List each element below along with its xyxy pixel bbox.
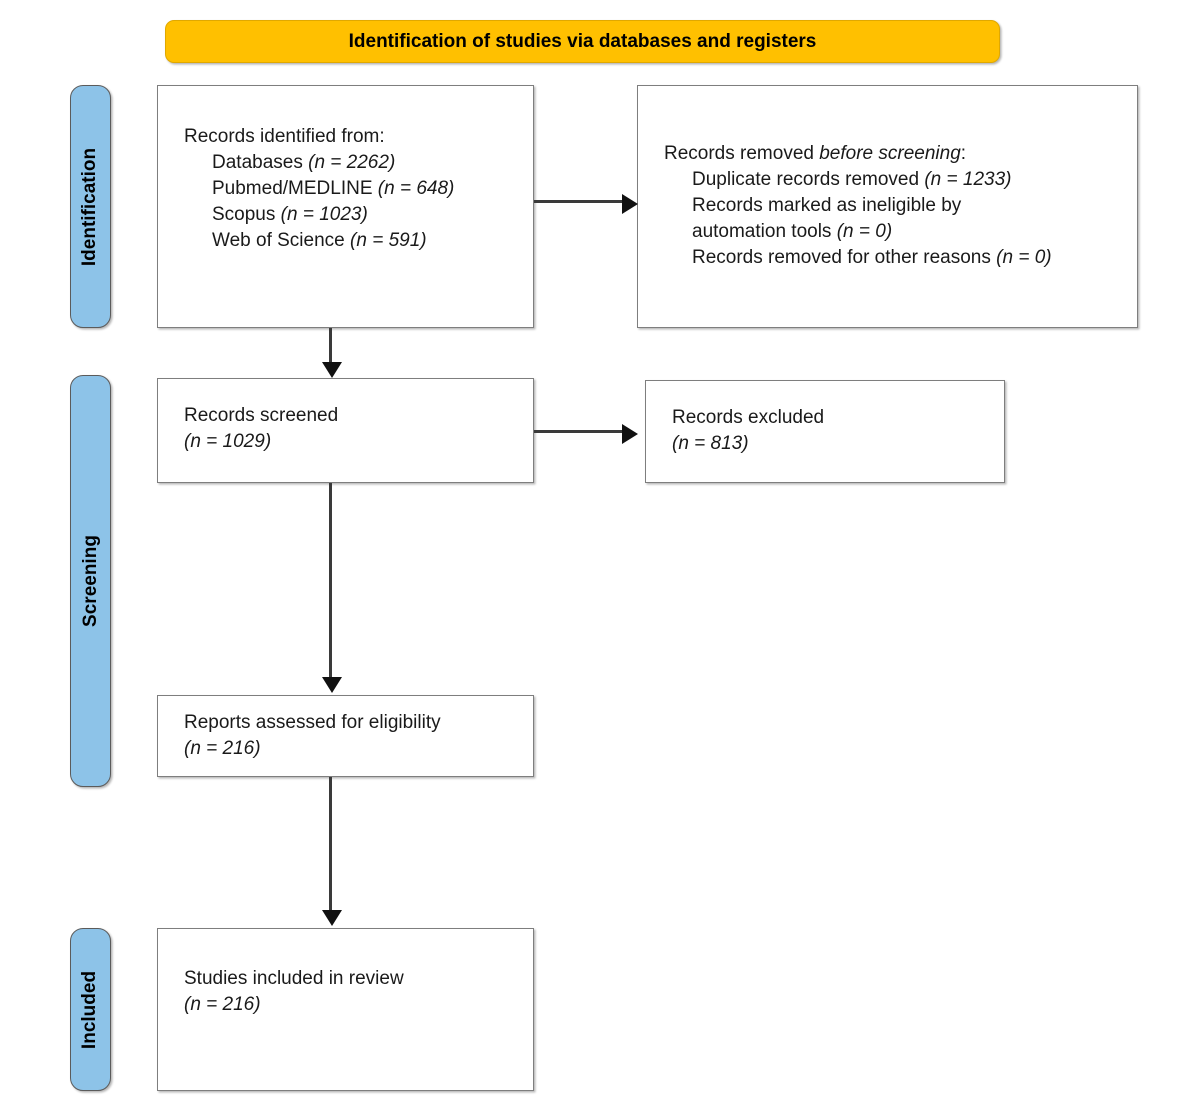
- box-reports-assessed: Reports assessed for eligibility (n = 21…: [157, 695, 534, 777]
- connector-screened-to-excluded-line: [534, 430, 626, 433]
- box-records-excluded: Records excluded (n = 813): [645, 380, 1005, 483]
- records-identified-count-scopus: (n = 1023): [280, 204, 368, 225]
- records-removed-heading-italic: before screening: [819, 143, 961, 164]
- records-removed-label-duplicates: Duplicate records removed: [692, 169, 920, 190]
- box-records-screened: Records screened (n = 1029): [157, 378, 534, 483]
- records-excluded-heading: Records excluded: [672, 407, 825, 428]
- records-identified-line-databases: Databases (n = 2262): [184, 150, 533, 176]
- connector-identified-to-removed-line: [534, 200, 626, 203]
- records-removed-heading: Records removed before screening:: [664, 141, 1137, 167]
- stage-label-screening-text: Screening: [79, 535, 101, 627]
- stage-label-identification-text: Identification: [79, 147, 101, 266]
- studies-included-heading: Studies included in review: [184, 968, 404, 989]
- records-identified-label-wos: Web of Science: [212, 230, 345, 251]
- records-removed-line-ineligible-2: automation tools (n = 0): [664, 219, 1137, 245]
- connector-eligibility-to-included-line: [329, 777, 332, 912]
- arrow-right-icon-identified-to-removed: [622, 194, 638, 214]
- arrow-down-icon-identified-to-screened: [322, 362, 342, 378]
- reports-assessed-heading: Reports assessed for eligibility: [184, 712, 441, 733]
- arrow-down-icon-eligibility-to-included: [322, 910, 342, 926]
- records-removed-count-other: (n = 0): [996, 247, 1052, 268]
- studies-included-count-text: (n = 216): [184, 994, 261, 1015]
- reports-assessed-count: (n = 216): [184, 736, 533, 762]
- records-removed-heading-plain: Records removed: [664, 143, 820, 164]
- stage-label-included-text: Included: [79, 970, 101, 1049]
- records-excluded-count: (n = 813): [672, 431, 1004, 457]
- records-removed-count-duplicates: (n = 1233): [924, 169, 1012, 190]
- box-records-identified: Records identified from: Databases (n = …: [157, 85, 534, 328]
- records-removed-line-other: Records removed for other reasons (n = 0…: [664, 245, 1137, 271]
- stage-label-included: Included: [70, 928, 111, 1091]
- records-identified-heading: Records identified from:: [184, 126, 385, 147]
- studies-included-count: (n = 216): [184, 992, 533, 1018]
- reports-assessed-count-text: (n = 216): [184, 738, 261, 759]
- header-banner-title: Identification of studies via databases …: [348, 30, 817, 52]
- records-identified-label-pubmed: Pubmed/MEDLINE: [212, 178, 373, 199]
- arrow-right-icon-screened-to-excluded: [622, 424, 638, 444]
- arrow-down-icon-screened-to-eligibility: [322, 677, 342, 693]
- records-screened-heading: Records screened: [184, 405, 339, 426]
- records-removed-heading-tail: :: [960, 143, 967, 164]
- stage-label-identification: Identification: [70, 85, 111, 328]
- records-screened-count-text: (n = 1029): [184, 431, 272, 452]
- stage-label-screening: Screening: [70, 375, 111, 787]
- records-removed-line-duplicates: Duplicate records removed (n = 1233): [664, 167, 1137, 193]
- records-identified-line-pubmed: Pubmed/MEDLINE (n = 648): [184, 176, 533, 202]
- records-identified-label-databases: Databases: [212, 152, 303, 173]
- records-removed-label-ineligible-1: Records marked as ineligible by: [692, 195, 962, 216]
- connector-screened-to-eligibility-line: [329, 483, 332, 677]
- records-identified-line-scopus: Scopus (n = 1023): [184, 202, 533, 228]
- connector-identified-to-screened-line: [329, 328, 332, 366]
- records-removed-count-ineligible: (n = 0): [836, 221, 893, 242]
- records-removed-label-ineligible-2: automation tools: [692, 221, 832, 242]
- box-studies-included: Studies included in review (n = 216): [157, 928, 534, 1091]
- records-identified-count-databases: (n = 2262): [308, 152, 396, 173]
- records-excluded-count-text: (n = 813): [672, 433, 749, 454]
- records-removed-line-ineligible-1: Records marked as ineligible by: [664, 193, 1137, 219]
- records-identified-label-scopus: Scopus: [212, 204, 276, 225]
- records-screened-count: (n = 1029): [184, 429, 533, 455]
- records-identified-count-pubmed: (n = 648): [377, 178, 455, 199]
- records-removed-label-other: Records removed for other reasons: [692, 247, 991, 268]
- header-banner: Identification of studies via databases …: [165, 20, 1000, 63]
- records-identified-line-wos: Web of Science (n = 591): [184, 228, 533, 254]
- box-records-removed: Records removed before screening: Duplic…: [637, 85, 1138, 328]
- records-identified-count-wos: (n = 591): [350, 230, 427, 251]
